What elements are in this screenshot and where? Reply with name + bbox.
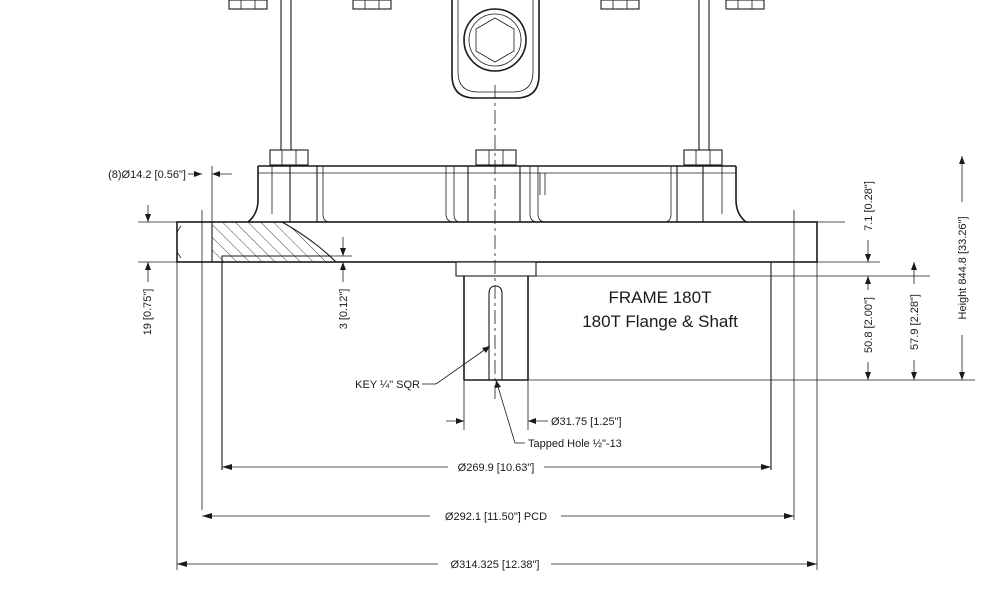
hex-nut-right <box>683 149 723 166</box>
top-nut-1 <box>228 0 268 10</box>
frame-title: FRAME 180T <box>609 288 712 307</box>
labels: FRAME 180T 180T Flange & Shaft (8)Ø14.2 … <box>108 169 969 571</box>
bolt-hole-dimension: (8)Ø14.2 [0.56"] <box>108 169 186 181</box>
recess-depth-dimension: 3 [0.12"] <box>338 289 350 330</box>
frame-subtitle: 180T Flange & Shaft <box>582 312 738 331</box>
pilot-diameter-dimension: Ø269.9 [10.63"] <box>458 462 535 474</box>
shaft-diameter-dimension: Ø31.75 [1.25"] <box>551 416 622 428</box>
keyway <box>488 285 503 380</box>
tapped-hole-label: Tapped Hole ½"-13 <box>528 438 622 450</box>
pilot <box>176 210 818 570</box>
flange <box>176 210 818 510</box>
top-nut-2 <box>352 0 392 10</box>
tie-rod-left <box>280 0 292 150</box>
tie-rod-right <box>698 0 710 150</box>
flange-section-hatch <box>211 221 338 263</box>
top-nut-3 <box>600 0 640 10</box>
flange-thickness-dimension: 19 [0.75"] <box>142 289 154 336</box>
adapter-body <box>247 165 747 223</box>
flange-diameter-dimension: Ø314.325 [12.38"] <box>451 559 540 571</box>
key-label: KEY ¼" SQR <box>355 379 420 391</box>
hex-nut-center <box>475 149 517 166</box>
shaft-length-dimension: 57.9 [2.28"] <box>909 294 921 350</box>
hex-nut-left <box>269 149 309 166</box>
upper-assembly <box>228 0 765 223</box>
pilot-height-dimension: 7.1 [0.28"] <box>863 181 875 231</box>
extension-lines <box>138 221 975 430</box>
center-plug <box>451 0 540 99</box>
key-length-dimension: 50.8 [2.00"] <box>863 297 875 353</box>
top-nut-4 <box>725 0 765 10</box>
pcd-dimension: Ø292.1 [11.50"] PCD <box>445 511 547 523</box>
dimension-lines <box>145 156 965 567</box>
shaft <box>455 261 537 381</box>
overall-height-dimension: Height 844.8 [33.26"] <box>957 217 969 320</box>
